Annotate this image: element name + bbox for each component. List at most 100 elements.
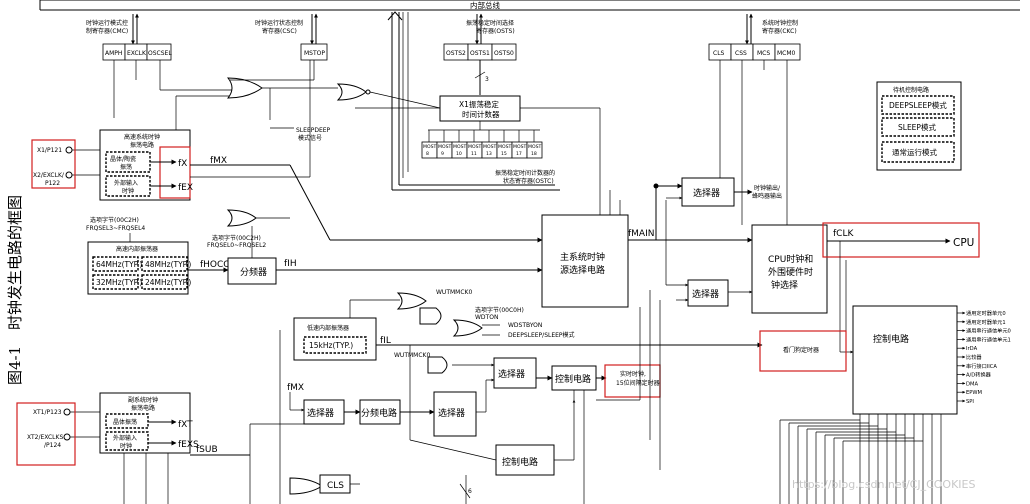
cmc-register: 时钟运行模式控 制寄存器(CMC) AMPH EXCLK OSCSEL	[86, 13, 172, 118]
ostc-cell-index: 10	[456, 151, 462, 157]
clock-out-1: 时钟输出/	[754, 184, 781, 192]
ostc-cell-index: 8	[426, 151, 429, 157]
watchdog-highlight	[759, 330, 847, 372]
csc-register: 时钟运行状态控制 寄存器(CSC) MSTOP	[255, 13, 328, 80]
sleepdeep-label-1: SLEEPDEEP	[296, 127, 331, 134]
hoco-freq-32: 32MHz(TYP.)	[96, 278, 142, 287]
sub-ext-2: 时钟	[120, 442, 132, 450]
control-bottom-lines	[779, 414, 942, 504]
fmx-label: fMX	[210, 156, 227, 166]
fih-label: fIH	[284, 259, 297, 269]
control-output-label: IrDA	[966, 346, 978, 352]
ckc-register: 系统时钟控制 寄存器(CKC) CLS CSS MCS MCM0	[708, 13, 801, 225]
ostc-cell-label: MOST	[513, 144, 526, 150]
hoco-title: 高速内部振荡器	[116, 245, 158, 253]
ckc-bit-mcm0: MCM0	[777, 50, 796, 57]
fexs-label: fEXS	[178, 440, 199, 450]
hs-osc-title-2: 振荡电路	[130, 141, 154, 149]
ls-title: 低速内部振荡器	[307, 324, 349, 332]
top-gates	[160, 77, 441, 130]
ostc-cell-index: 13	[486, 151, 492, 157]
control-output-label: SPI	[966, 399, 974, 405]
standby-normal: 通常运行模式	[892, 147, 937, 157]
hs-osc-title-1: 高速系统时钟	[124, 133, 160, 141]
cpu-output-highlight	[822, 222, 980, 258]
cpu-clock-selector: CPU时钟和 外围硬件时 钟选择 fCLK CPU	[751, 222, 980, 360]
osts-bit-2: OSTS2	[446, 50, 466, 57]
internal-bus: 内部总线	[39, 0, 1020, 11]
fclk-label: fCLK	[833, 229, 854, 239]
cpu-sel-2: 外围硬件时	[768, 266, 813, 278]
bottom-path: fMX 选择器 分频电路 选择器 控制电路 CLS 6	[249, 330, 576, 504]
control-output-label: DMA	[966, 381, 978, 387]
cmc-bit-amph: AMPH	[105, 50, 122, 57]
rtc-selector: 选择器	[498, 368, 525, 380]
bottom-divider: 分频电路	[361, 407, 397, 419]
ostc-cell-index: 11	[471, 151, 477, 157]
x1-stability-counter: X1振荡稳定 时间计数器	[355, 95, 601, 215]
main-sel-1: 主系统时钟	[560, 251, 605, 263]
cmc-title-1: 时钟运行模式控	[86, 19, 128, 27]
ostc-cell-label: MOST	[498, 144, 511, 150]
watermark: https://blog.csdn.net/CJ_COOKIES	[792, 478, 975, 491]
osts-register: 振荡稳定时间选择 寄存器(OSTS) OSTS2 OSTS1 OSTS0 3	[443, 13, 517, 95]
figure-number: 图4-1	[6, 346, 24, 385]
osts-bit-1: OSTS1	[470, 50, 490, 57]
hoco-block: 选项字节(00C2H) FRQSEL3~FRQSEL4 选项字节(00C2H) …	[86, 209, 543, 295]
hs-pin-x2b: P122	[45, 180, 60, 187]
hoco-freq-24: 24MHz(TYP.)	[145, 278, 191, 287]
ls-wutmmck0: WUTMMCK0	[436, 289, 472, 296]
hs-crystal-1: 晶体/陶瓷	[110, 155, 136, 163]
standby-sleep: SLEEP模式	[898, 122, 936, 132]
ckc-bit-css: CSS	[735, 50, 747, 57]
control-output-label: A/D转换器	[966, 371, 992, 379]
ostc-cells: MOST8MOST9MOST10MOST11MOST13MOST15MOST17…	[421, 130, 543, 159]
ostc-caption-1: 振荡稳定时间计数器的	[495, 169, 555, 177]
hs-crystal-2: 振荡	[120, 163, 132, 171]
csc-title-2: 寄存器(CSC)	[262, 27, 297, 35]
ostc-cell-index: 17	[516, 151, 522, 157]
cpu-sel-3: 钟选择	[771, 279, 798, 291]
clock-out-2: 蜂鸣器输出	[752, 192, 782, 200]
rtc-out-2: 15位间隔定时器	[616, 379, 660, 387]
control-output-label: EPWM	[966, 390, 982, 396]
osts-bus-width: 3	[485, 76, 489, 83]
ostc-cell-label: MOST	[438, 144, 451, 150]
cmc-title-2: 制寄存器(CMC)	[86, 27, 128, 35]
ostc-cell-label: MOST	[453, 144, 466, 150]
main-clock-selector: 主系统时钟 源选择电路 fMAIN	[541, 186, 753, 308]
control-output-label: 通用定时器单元1	[966, 318, 1006, 326]
cpu-label: CPU	[953, 237, 974, 249]
sub-title-2: 振荡电路	[131, 404, 155, 412]
ls-freq: 15kHz(TYP.)	[309, 341, 353, 350]
ostc-cell-label: MOST	[423, 144, 436, 150]
hs-pin-highlight	[31, 139, 76, 189]
ostc-cell-index: 18	[531, 151, 537, 157]
fex-label: fEX	[178, 183, 193, 193]
sub-ext-1: 外部输入	[113, 434, 137, 442]
figure-title: 时钟发生电路的框图	[6, 195, 24, 330]
hs-ext-1: 外部输入	[114, 179, 138, 187]
sub-pin-xt2b: /P124	[44, 442, 61, 449]
sub-title-1: 副系统时钟	[128, 396, 158, 404]
cmc-bit-oscsel: OSCSEL	[148, 50, 172, 57]
control-circuit: 控制电路 通用定时器单元0通用定时器单元1通用串行通信单元0通用串行通信单元1I…	[779, 305, 1011, 504]
clock-output-selector: 选择器 时钟输出/ 蜂鸣器输出	[653, 177, 782, 207]
bottom-cls: CLS	[327, 481, 344, 491]
control-output-label: 比较器	[966, 353, 982, 361]
hs-pin-x2: X2/EXCLK/	[33, 172, 65, 179]
rtc-block: 选择器 控制电路 实时时钟, 15位间隔定时器	[493, 357, 661, 504]
low-speed-oscillator: WUTMMCK0 选项字节(00C0H) WDTON WDSTBYON DEEP…	[293, 289, 763, 440]
osts-bit-0: OSTS0	[494, 50, 514, 57]
ls-wdstbyon: WDSTBYON	[508, 322, 542, 329]
fxt-label: fXT	[178, 420, 193, 430]
sub-crystal: 晶体振荡	[113, 418, 137, 426]
hoco-divider: 分频器	[240, 266, 267, 278]
csc-title-1: 时钟运行状态控制	[255, 19, 303, 27]
bottom-selector-2: 选择器	[438, 407, 465, 419]
control-title: 控制电路	[873, 333, 909, 345]
bus-label: 内部总线	[470, 0, 500, 10]
x1-counter-label-2: 时间计数器	[462, 109, 500, 119]
ckc-bit-mcs: MCS	[757, 50, 770, 57]
watchdog-label: 看门狗定时器	[783, 346, 819, 354]
